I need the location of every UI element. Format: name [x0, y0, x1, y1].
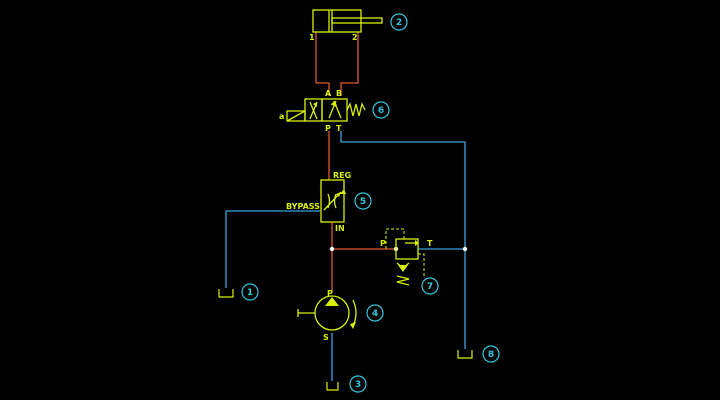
pressure-relief-valve: [395, 238, 419, 286]
line-bypass: [225, 210, 320, 288]
pump-direction-arrow: [325, 297, 339, 306]
line-cylinder-port1: [315, 32, 330, 96]
callout-cylinder: 2: [396, 18, 402, 28]
callout-tank-return: 8: [488, 350, 494, 360]
relief-ball: [398, 265, 408, 272]
callout-circle: [421, 277, 439, 295]
double-acting-cylinder: [312, 9, 383, 33]
callout-circle: [390, 13, 408, 31]
tank-suction: [326, 382, 339, 391]
relief-port-p-label: P: [380, 239, 386, 248]
tanks: [218, 289, 473, 391]
relief-arrow: [415, 240, 419, 246]
cylinder-port2-label: 2: [352, 33, 358, 42]
valve-port-a-label: A: [325, 89, 332, 98]
junction-dot: [329, 246, 335, 252]
regulator-reg-label: REG: [333, 171, 351, 180]
callout-circle: [372, 101, 390, 119]
callouts: [241, 13, 500, 393]
junction-dot: [462, 246, 468, 252]
regulator-bypass-label: BYPASS: [286, 202, 320, 211]
callout-circle: [241, 283, 259, 301]
valve-port-p-label: P: [325, 124, 331, 133]
pump-port-p-label: P: [327, 289, 333, 298]
callout-valve: 6: [378, 106, 384, 116]
line-valve-t-return: [340, 131, 466, 349]
valve-port-t-label: T: [336, 124, 342, 133]
callout-relief: 7: [427, 282, 433, 292]
callout-tank-bypass: 1: [247, 288, 253, 298]
callout-tank-suction: 3: [355, 380, 361, 390]
regulator-in-label: IN: [335, 224, 345, 233]
valve-flow-arrows: [313, 101, 337, 107]
callout-circle: [349, 375, 367, 393]
return-lines: [225, 131, 466, 381]
callout-circle: [366, 304, 384, 322]
valve-port-b-label: B: [336, 89, 342, 98]
tank-return: [457, 350, 473, 359]
callout-circle: [354, 192, 372, 210]
callout-regulator: 5: [360, 197, 366, 207]
flow-regulator: [320, 179, 345, 223]
tank-bypass: [218, 289, 234, 298]
pressure-lines: [315, 32, 396, 292]
hydraulic-pump: [297, 295, 357, 331]
regulator-arrows: [336, 189, 346, 197]
callout-pump: 4: [372, 309, 378, 319]
directional-control-valve: [286, 98, 366, 122]
pump-rotation-arrow: [350, 322, 356, 329]
relief-port-t-label: T: [427, 239, 433, 248]
relief-pilot-lines: [385, 228, 425, 276]
pump-port-s-label: S: [323, 333, 329, 342]
cylinder-port1-label: 1: [309, 33, 315, 42]
line-cylinder-port2: [340, 32, 359, 96]
callout-circle: [482, 345, 500, 363]
valve-actuator-label: a: [279, 112, 284, 121]
